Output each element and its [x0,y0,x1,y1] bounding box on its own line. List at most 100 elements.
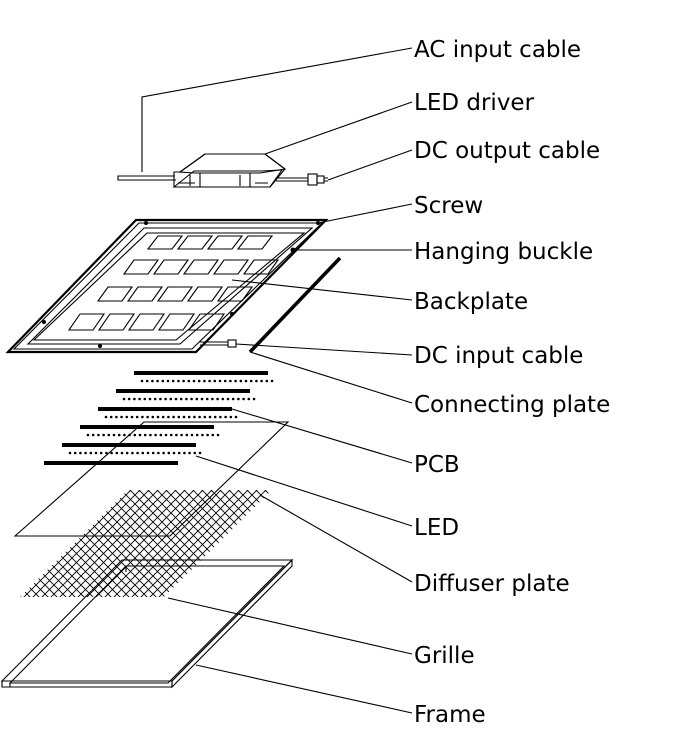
backplate [5,218,329,354]
led-dot [89,451,93,455]
led-dot [270,379,274,383]
led-dot [162,451,165,455]
led-dot [102,433,105,437]
led-dot [133,433,137,437]
led-dot [260,379,263,383]
led-dot [265,379,269,383]
led-dot [151,415,155,419]
led-dot [203,379,206,383]
led-dot [167,415,170,419]
led-dot [187,415,191,419]
led-dot [120,415,123,419]
led-dot [133,397,136,401]
led-dot [169,397,173,401]
led-dot [213,415,217,419]
led-dot [145,379,149,383]
led-dot [229,415,233,419]
led-dot [211,397,214,401]
led-dot [203,415,207,419]
led-dot [146,415,149,419]
label-diffuser-plate: Diffuser plate [414,571,570,597]
label-dc-input-cable: DC input cable [414,343,583,369]
led-dot [135,415,139,419]
led-dot [125,415,129,419]
led-dot [122,397,126,401]
label-backplate: Backplate [414,289,528,315]
led-dot [218,379,222,383]
led-dot [234,415,238,419]
led-dot [91,433,95,437]
led-dot [130,415,134,419]
label-frame: Frame [414,702,486,728]
led-dot [138,433,142,437]
led-dot [110,451,113,455]
led-dot [221,397,225,401]
led-dot [146,451,150,455]
led-dot [148,397,152,401]
led-dot [105,451,108,455]
led-dot [99,451,103,455]
label-dc-output-cable: DC output cable [414,138,600,164]
led-dot [157,451,160,455]
led-dot [180,433,183,437]
led-dot [153,397,157,401]
led-dot [206,433,209,437]
led-dot [169,433,173,437]
diffuser-plate [20,490,272,597]
led-dot [159,433,163,437]
led-dot [68,451,72,455]
led-dot [164,433,168,437]
led-dot [252,397,256,401]
led-dot [151,451,155,455]
led-dot [208,415,212,419]
led-dot [151,379,154,383]
led-dot [120,451,124,455]
led-dot [213,379,217,383]
led-dot [109,415,113,419]
led-dot [190,397,193,401]
led-dot [183,451,186,455]
led-dot [149,433,152,437]
led-dot [94,451,98,455]
led-dot [187,379,191,383]
led-dot [216,433,220,437]
led-dot [161,379,165,383]
led-dot [84,451,87,455]
led-dot [166,379,170,383]
led-dot [195,397,199,401]
led-dot [177,415,181,419]
led-dot [125,451,129,455]
led-dot [205,397,209,401]
led-dot [79,451,82,455]
led-dot [167,451,171,455]
label-connecting-plate: Connecting plate [414,392,610,418]
led-dot [143,397,147,401]
pcb-strips [44,371,268,465]
led-dot [249,379,253,383]
led-dots [68,379,274,455]
led-dot [177,379,180,383]
led-dot [231,397,235,401]
led-dot [197,379,201,383]
label-pcb: PCB [414,452,460,478]
leader-lines [141,47,413,714]
led-dot [226,397,230,401]
led-dot [237,397,240,401]
led-dot [97,433,100,437]
led-dot [182,379,185,383]
led-dot [172,415,175,419]
led-dot [115,415,118,419]
led-dot [242,397,245,401]
label-led-driver: LED driver [414,90,535,116]
led-dot [193,415,196,419]
led-dot [224,415,227,419]
led-dot [123,433,126,437]
led-dot [141,415,144,419]
led-dot [131,451,134,455]
led-dot [185,397,188,401]
led-dot [190,433,194,437]
led-dot [208,379,211,383]
led-dot [174,397,178,401]
led-dot [185,433,189,437]
led-dot [198,415,201,419]
